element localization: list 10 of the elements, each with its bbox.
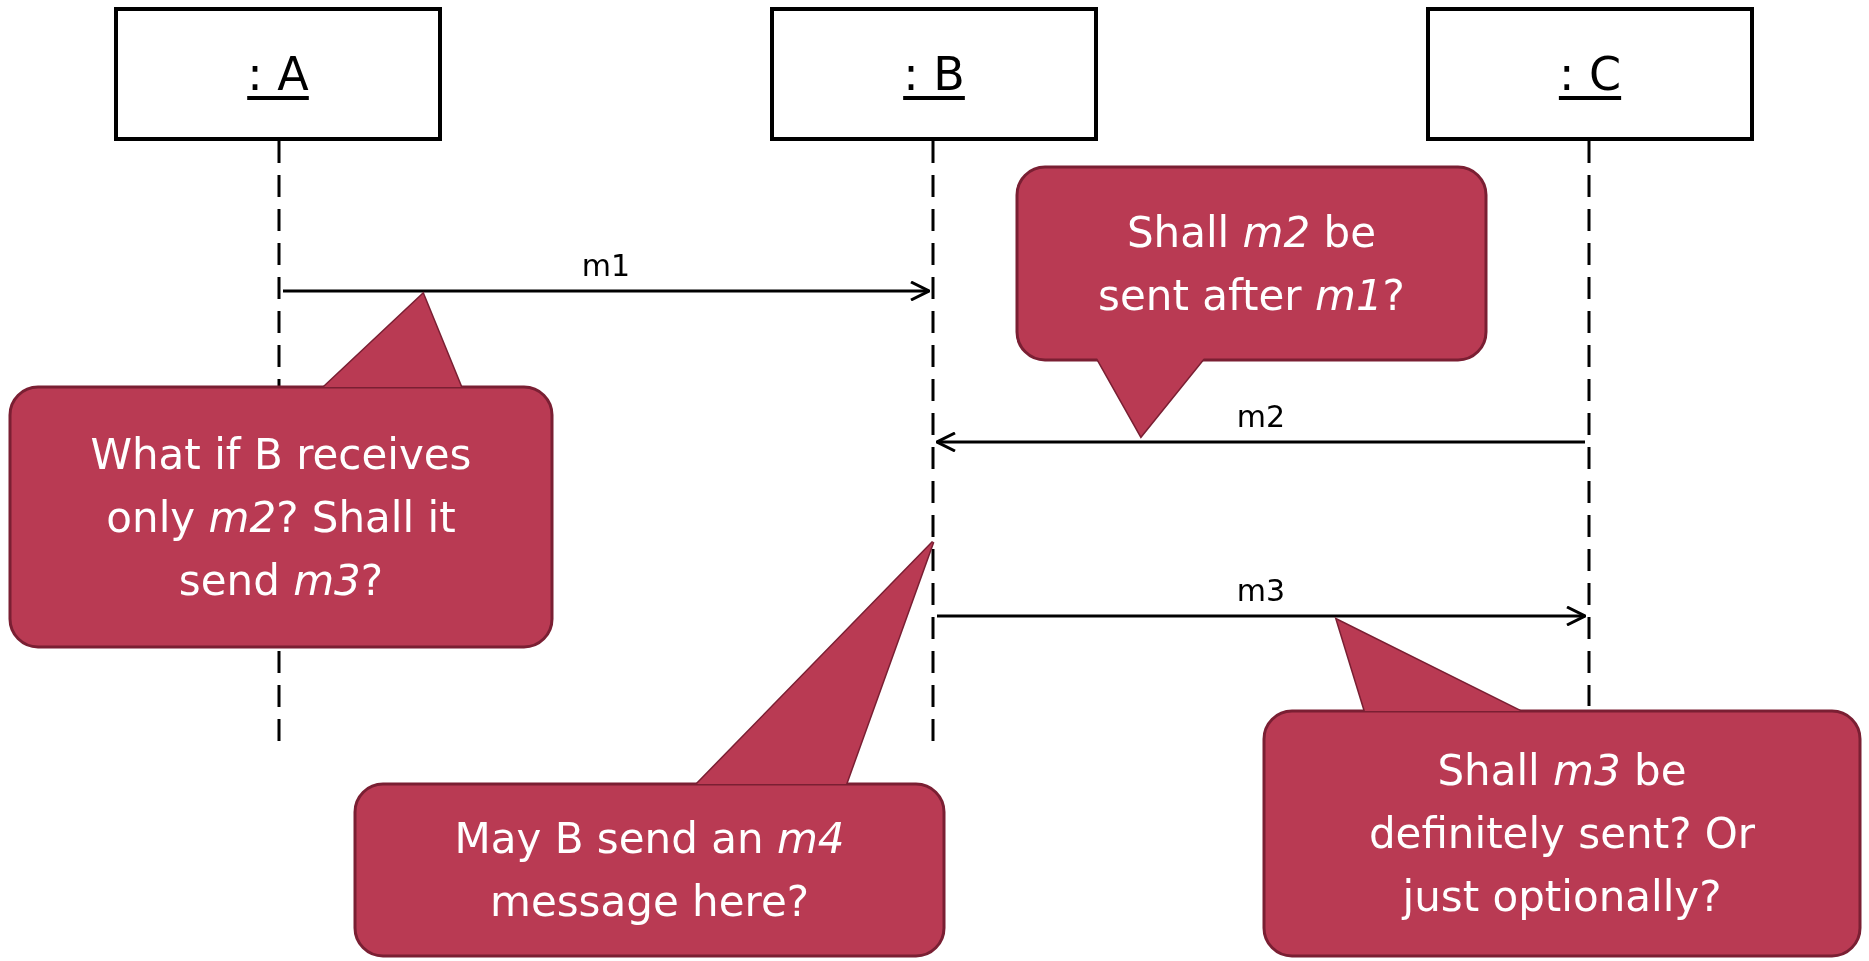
callout-text: Shall m3 be definitely sent? Or just optionally?	[1367, 745, 1757, 923]
message-arrow	[283, 280, 931, 302]
callout-text: What if B receives only m2? Shall it send m3?	[89, 428, 473, 607]
object-box: : C	[1426, 7, 1754, 141]
object-box: : B	[770, 7, 1098, 141]
callout-text: Shall m2 be sent after m1?	[1097, 206, 1406, 322]
callout-text: May B send an m4 message here?	[453, 813, 846, 928]
message-arrow	[935, 431, 1585, 453]
message-arrow	[937, 605, 1587, 627]
object-box: : A	[114, 7, 442, 141]
